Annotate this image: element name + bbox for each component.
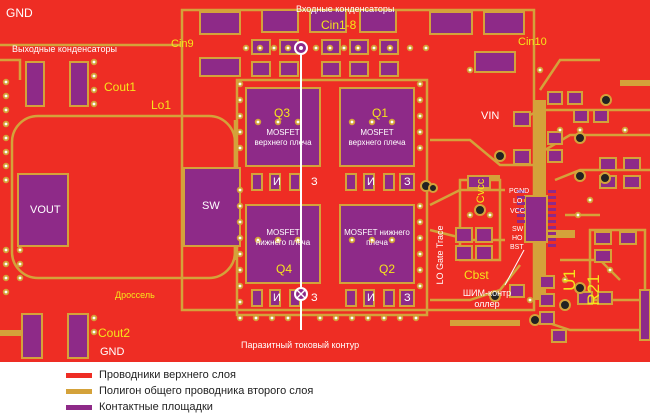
u1-label: U1 — [560, 269, 579, 291]
legend-item-pads: Контактные площадки — [66, 400, 213, 414]
q3-pin-source: И — [273, 176, 281, 188]
pin-vcc: VCC — [510, 208, 525, 215]
q4-pin-gate: З — [311, 292, 318, 304]
vout-label: VOUT — [30, 204, 61, 216]
sw-label: SW — [202, 200, 220, 212]
q1-label: Q1 — [372, 106, 389, 120]
output-caps-label: Выходные конденсаторы — [12, 44, 117, 54]
q2-label: Q2 — [379, 262, 396, 276]
pin-pgnd: PGND — [509, 188, 530, 195]
legend-swatch-inner-copper — [66, 388, 92, 394]
q4-pin-source: И — [273, 292, 281, 304]
parasitic-loop-label: Паразитный токовый контур — [241, 340, 360, 350]
q1-description: MOSFET верхнего плеча — [348, 128, 406, 147]
vin-label: VIN — [481, 110, 500, 122]
q4-description: MOSFET нижнего плеча — [255, 228, 311, 247]
legend: Проводники верхнего слоя Полигон общего … — [0, 362, 650, 415]
large-vias — [420, 94, 612, 326]
controller-pins — [517, 190, 556, 247]
pin-ho: HO — [512, 235, 523, 242]
q1-pin-source: И — [367, 176, 375, 188]
gnd-top-label: GND — [6, 6, 33, 20]
legend-swatch-top-layer — [66, 372, 92, 378]
gnd-bottom-label: GND — [100, 346, 125, 358]
cout2-label: Cout2 — [98, 326, 131, 340]
pcb-board: GND Входные конденсаторы Cin1-8 Cin9 Cin… — [0, 0, 650, 362]
q3-label: Q3 — [274, 106, 291, 120]
cin18-label: Cin1-8 — [321, 18, 357, 32]
contact-pads — [17, 9, 650, 359]
legend-item-top-layer: Проводники верхнего слоя — [66, 368, 236, 382]
q2-description: MOSFET нижнего плеча — [344, 228, 410, 247]
lo1-label: Lo1 — [151, 98, 172, 112]
q2-pin-gate: З — [404, 292, 411, 304]
legend-item-inner-copper: Полигон общего проводника второго слоя — [66, 384, 313, 398]
legend-text: Проводники верхнего слоя — [99, 369, 236, 381]
cbst-label: Cbst — [464, 268, 489, 282]
q2-pin-source: И — [367, 292, 375, 304]
pin-sw: SW — [512, 226, 524, 233]
pwm-controller-label: ШИМ-контроллер — [462, 288, 512, 309]
cvcc-label: Cvcc — [475, 178, 487, 204]
cout1-label: Cout1 — [104, 80, 137, 94]
cin9-label: Cin9 — [171, 38, 194, 50]
legend-text: Контактные площадки — [99, 401, 213, 413]
q3-description: MOSFET верхнего плеча — [254, 128, 312, 147]
cin10-label: Cin10 — [518, 36, 547, 48]
pin-bst: BST — [510, 244, 524, 251]
lo-gate-trace-label: LO Gate Trace — [435, 225, 445, 285]
legend-text: Полигон общего проводника второго слоя — [99, 385, 314, 397]
q4-label: Q4 — [276, 262, 293, 276]
q1-pin-gate: З — [404, 176, 411, 188]
input-caps-label: Входные конденсаторы — [296, 4, 395, 14]
controller-pointer — [504, 249, 525, 286]
pin-lo: LO — [513, 198, 523, 205]
parasitic-loop — [294, 41, 308, 330]
q3-pin-gate: З — [311, 176, 318, 188]
r21-label: R21 — [584, 274, 603, 306]
choke-label: Дроссель — [115, 290, 155, 300]
pcb-artwork — [0, 8, 650, 359]
legend-swatch-pads — [66, 404, 92, 410]
